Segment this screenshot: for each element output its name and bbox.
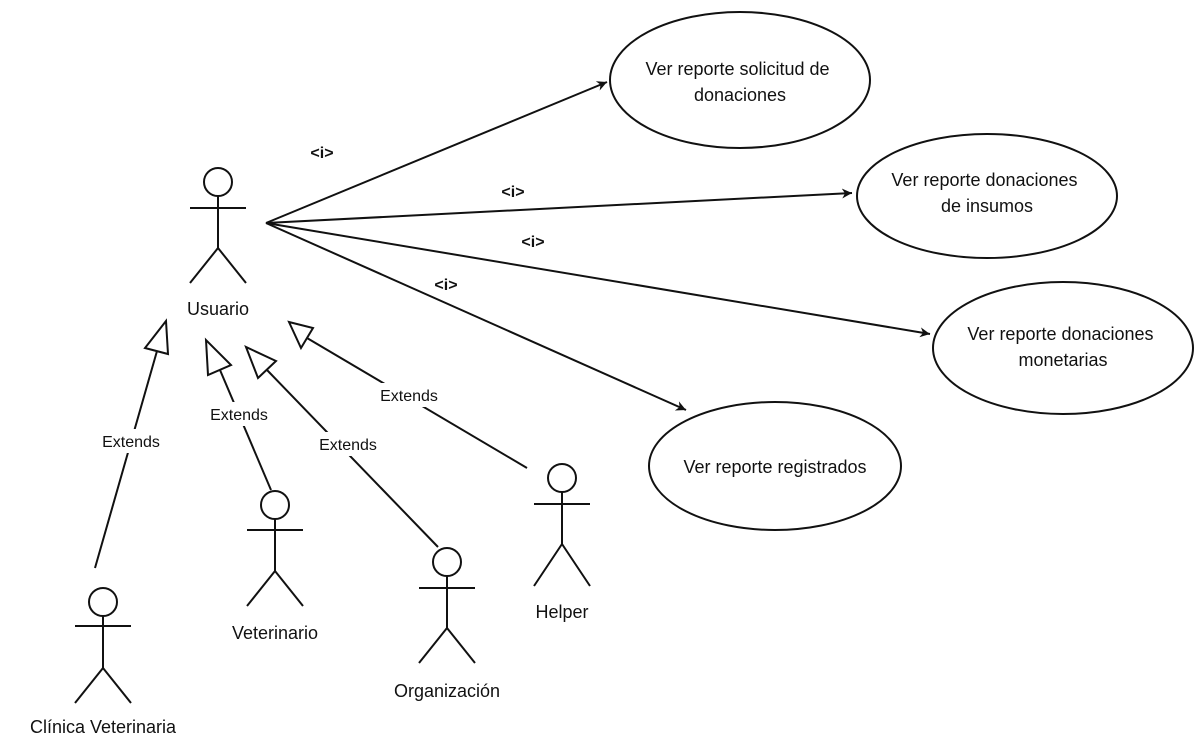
actor-organizacion — [418, 547, 476, 664]
generalization-triangle-veterinario — [204, 337, 233, 377]
actor-organizacion-label: Organización — [394, 681, 500, 701]
actor-clinica — [74, 587, 132, 704]
include-arrow-solicitud — [265, 81, 608, 224]
actor-veterinario — [246, 490, 304, 607]
actor-usuario — [189, 167, 247, 284]
extends-label-helper: Extends — [380, 388, 438, 405]
extends-line-veterinario — [219, 369, 272, 491]
extends-label-veterinario: Extends — [210, 407, 268, 424]
include-label-registrados: <i> — [434, 277, 457, 294]
include-arrow-insumos — [265, 188, 853, 224]
include-arrow-monetarias — [265, 222, 931, 338]
include-label-insumos: <i> — [501, 184, 524, 201]
usecase-insumos — [856, 133, 1118, 259]
generalization-triangle-organizacion — [244, 345, 278, 380]
usecase-registrados-label: Ver reporte registrados — [683, 457, 866, 477]
include-label-solicitud: <i> — [310, 145, 333, 162]
include-arrow-registrados — [265, 222, 687, 411]
actor-veterinario-label: Veterinario — [232, 623, 318, 643]
include-label-monetarias: <i> — [521, 234, 544, 251]
usecase-insumos-label: Ver reporte donaciones de insumos — [891, 170, 1082, 216]
extends-line-organizacion — [266, 369, 439, 548]
actor-helper-label: Helper — [535, 602, 588, 622]
usecase-monetarias — [932, 281, 1194, 415]
usecase-registrados — [648, 401, 902, 531]
generalization-triangle-clinica — [143, 318, 170, 356]
usecase-solicitud-label: Ver reporte solicitud de donaciones — [645, 59, 834, 105]
actor-clinica-label: Clínica Veterinaria — [30, 717, 177, 737]
extends-line-clinica — [94, 350, 158, 569]
actor-helper — [533, 463, 591, 587]
generalization-triangle-helper — [287, 320, 315, 351]
usecase-solicitud — [609, 11, 871, 149]
extends-label-organizacion: Extends — [319, 437, 377, 454]
actor-usuario-label: Usuario — [187, 299, 249, 319]
extends-label-clinica: Extends — [102, 434, 160, 451]
usecase-monetarias-label: Ver reporte donaciones monetarias — [967, 324, 1158, 370]
